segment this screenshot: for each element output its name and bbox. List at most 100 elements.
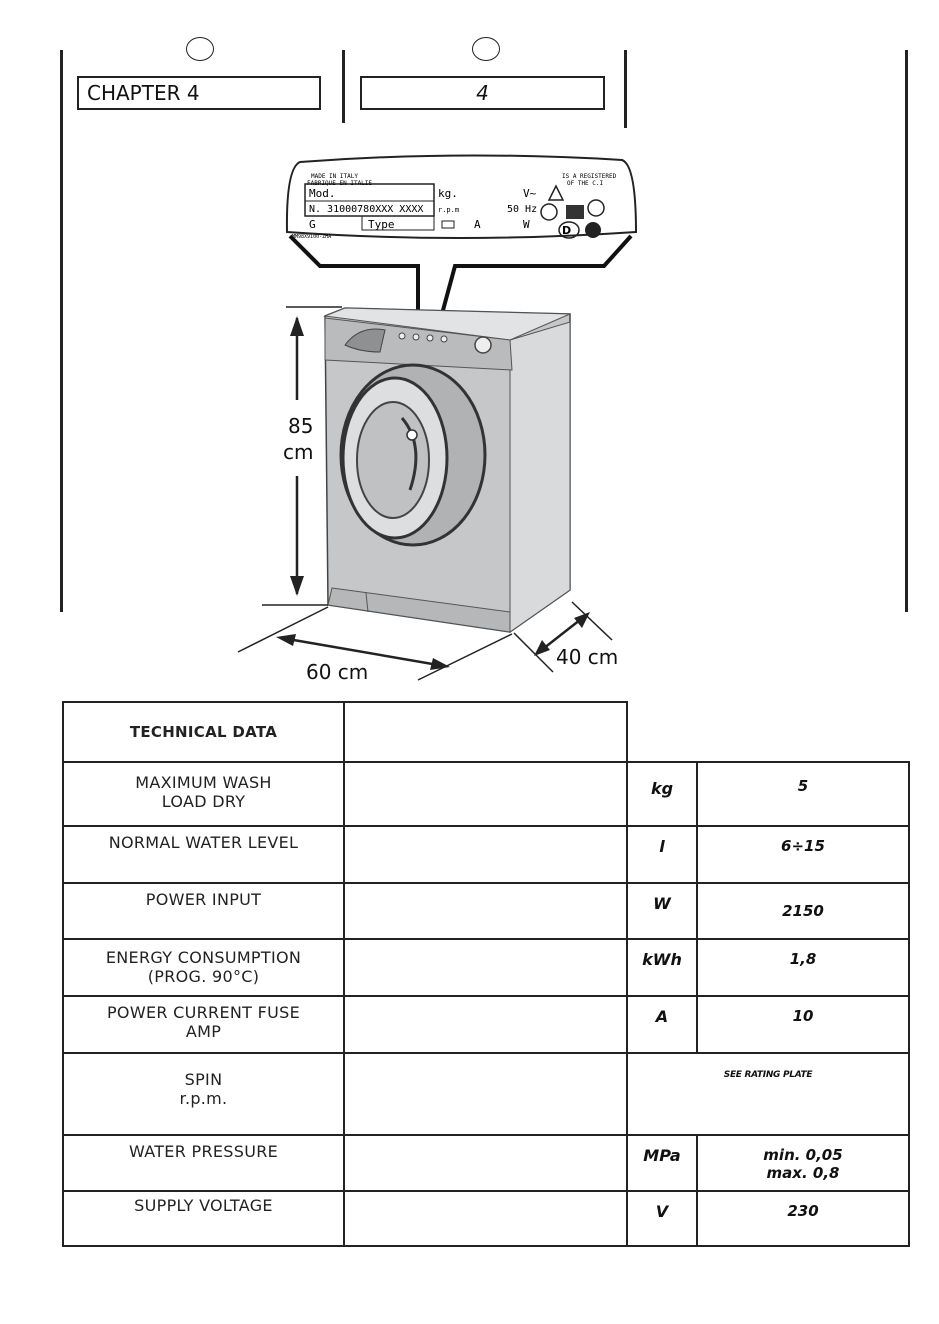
row-label: SPIN r.p.m. xyxy=(62,1052,345,1136)
rating-plate: D MADE IN ITALY FABRIQUE EN ITALIE IS A … xyxy=(285,154,638,240)
row-label-line-1: POWER CURRENT FUSE xyxy=(106,1003,300,1022)
row-empty-cell xyxy=(343,761,628,827)
row-label: MAXIMUM WASH LOAD DRY xyxy=(62,761,345,827)
row-label-line-2: (PROG. 90°C) xyxy=(147,967,260,986)
table-header-row: TECHNICAL DATA xyxy=(62,701,909,763)
row-label-line-2: AMP xyxy=(185,1022,222,1041)
plate-registered: IS A REGISTERED xyxy=(562,173,617,180)
language-circle-left xyxy=(186,37,214,61)
row-label: POWER CURRENT FUSE AMP xyxy=(62,995,345,1054)
plate-kg: kg. xyxy=(438,187,458,200)
row-empty-cell xyxy=(343,1052,628,1136)
row-unit: V xyxy=(626,1190,698,1247)
row-value: 1,8 xyxy=(696,938,910,997)
chapter-title-box: CHAPTER 4 xyxy=(77,76,321,110)
table-row: MAXIMUM WASH LOAD DRY kg 5 xyxy=(62,761,910,827)
row-value-span: SEE RATING PLATE xyxy=(626,1052,910,1136)
plate-rpm: r.p.m xyxy=(438,206,459,214)
header-divider-line-2 xyxy=(624,50,627,128)
table-row: POWER INPUT W 2150 xyxy=(62,882,910,940)
row-label-line-2: LOAD DRY xyxy=(161,792,246,811)
height-dimension xyxy=(262,306,342,606)
table-row: WATER PRESSURE MPa min. 0,05 max. 0,8 xyxy=(62,1134,910,1192)
row-label: SUPPLY VOLTAGE xyxy=(62,1190,345,1247)
chapter-number-box: 4 xyxy=(360,76,605,110)
chapter-title: CHAPTER 4 xyxy=(87,81,200,105)
row-label-line-1: SUPPLY VOLTAGE xyxy=(134,1196,273,1215)
washing-machine-illustration: D MADE IN ITALY FABRIQUE EN ITALIE IS A … xyxy=(237,154,638,681)
table-row: SPIN r.p.m. SEE RATING PLATE xyxy=(62,1052,910,1136)
svg-text:D: D xyxy=(562,224,571,237)
row-empty-cell xyxy=(343,1134,628,1192)
table-header-blank xyxy=(626,702,909,763)
plate-g: G xyxy=(309,218,316,231)
plate-serial: N. 31000780XXX XXXX xyxy=(309,204,423,215)
depth-label: 40 cm xyxy=(556,645,618,669)
row-empty-cell xyxy=(343,882,628,940)
row-value: SEE RATING PLATE xyxy=(723,1070,813,1080)
row-empty-cell xyxy=(343,825,628,884)
row-value-line-1: min. 0,05 xyxy=(763,1146,843,1164)
language-circle-middle xyxy=(472,37,500,61)
plate-made-in: MADE IN ITALY xyxy=(311,173,358,180)
row-label-line-1: WATER PRESSURE xyxy=(128,1142,279,1161)
row-value: 2150 xyxy=(696,882,910,940)
row-label-line-1: NORMAL WATER LEVEL xyxy=(108,833,299,852)
width-value: 60 cm xyxy=(306,660,369,684)
plate-volt: V~ xyxy=(523,187,537,200)
row-value: 10 xyxy=(696,995,910,1054)
right-margin-line xyxy=(905,50,908,612)
row-label: WATER PRESSURE xyxy=(62,1134,345,1192)
row-empty-cell xyxy=(343,1190,628,1247)
row-label-line-1: MAXIMUM WASH xyxy=(135,773,272,792)
row-label-line-2: r.p.m. xyxy=(179,1089,228,1108)
plate-w: W xyxy=(523,218,530,231)
washing-machine-body xyxy=(323,307,571,633)
plate-registered-2: OF THE C.I xyxy=(567,180,604,187)
height-unit: cm xyxy=(283,440,314,464)
height-unit-label: cm xyxy=(283,440,313,464)
height-value: 85 xyxy=(288,414,314,438)
row-label-line-1: SPIN xyxy=(184,1070,223,1089)
row-value: min. 0,05 max. 0,8 xyxy=(696,1134,910,1192)
table-header-title: TECHNICAL DATA xyxy=(129,722,278,741)
row-value: 230 xyxy=(696,1190,910,1247)
table-header-empty-cell xyxy=(343,701,628,763)
row-label: NORMAL WATER LEVEL xyxy=(62,825,345,884)
row-unit: l xyxy=(626,825,698,884)
chapter-number: 4 xyxy=(476,81,489,105)
height-label: 85 xyxy=(288,414,313,438)
depth-dimension xyxy=(513,601,613,673)
row-value-line-2: max. 0,8 xyxy=(766,1164,840,1182)
row-empty-cell xyxy=(343,938,628,997)
table-row: ENERGY CONSUMPTION (PROG. 90°C) kWh 1,8 xyxy=(62,938,910,997)
table-header-cell: TECHNICAL DATA xyxy=(62,701,345,763)
row-unit: kWh xyxy=(626,938,698,997)
plate-code: MM98X9100-ZHA xyxy=(292,234,331,240)
plate-mod: Mod. xyxy=(309,187,336,200)
row-unit: MPa xyxy=(626,1134,698,1192)
row-unit: A xyxy=(626,995,698,1054)
row-unit: kg xyxy=(626,761,698,827)
depth-value: 40 cm xyxy=(556,645,619,669)
row-value: 5 xyxy=(696,761,910,827)
width-label: 60 cm xyxy=(306,660,368,684)
width-dimension xyxy=(237,606,513,681)
plate-fabrique: FABRIQUE EN ITALIE xyxy=(307,180,372,187)
plate-a: A xyxy=(474,218,481,231)
table-row: SUPPLY VOLTAGE V 230 xyxy=(62,1190,910,1247)
row-label: POWER INPUT xyxy=(62,882,345,940)
table-row: POWER CURRENT FUSE AMP A 10 xyxy=(62,995,910,1054)
plate-hz: 50 Hz xyxy=(507,204,537,215)
plate-type: Type xyxy=(368,218,395,231)
header-divider-line-1 xyxy=(342,50,345,123)
table-row: NORMAL WATER LEVEL l 6÷15 xyxy=(62,825,910,884)
technical-data-table: TECHNICAL DATA MAXIMUM WASH LOAD DRY kg … xyxy=(62,701,910,1247)
row-empty-cell xyxy=(343,995,628,1054)
row-value: 6÷15 xyxy=(696,825,910,884)
row-label: ENERGY CONSUMPTION (PROG. 90°C) xyxy=(62,938,345,997)
row-unit: W xyxy=(626,882,698,940)
row-label-line-1: ENERGY CONSUMPTION xyxy=(105,948,302,967)
left-margin-line xyxy=(60,50,63,612)
row-label-line-1: POWER INPUT xyxy=(145,890,262,909)
